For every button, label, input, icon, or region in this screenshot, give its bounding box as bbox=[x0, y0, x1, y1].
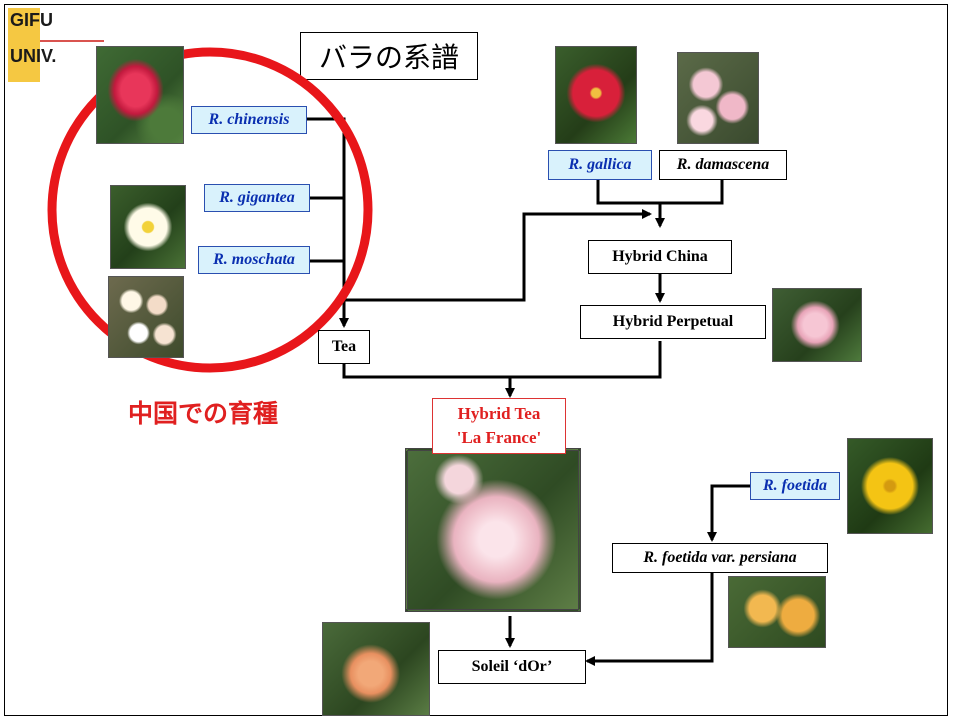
logo-underline bbox=[40, 40, 104, 42]
species-r-gallica: R. gallica bbox=[548, 150, 652, 180]
china-breeding-label: 中国での育種 bbox=[128, 399, 279, 428]
china-origin-circle bbox=[47, 47, 373, 373]
logo-line-2: UNIV. bbox=[10, 46, 57, 66]
node-soleil-dor: Soleil ‘dOr’ bbox=[438, 650, 586, 684]
diagram-title: バラの系譜 bbox=[300, 32, 478, 80]
photo-foetida bbox=[847, 438, 933, 534]
photo-la-france bbox=[405, 448, 581, 612]
hybrid-tea-line-2: 'La France' bbox=[456, 428, 542, 447]
photo-persiana bbox=[728, 576, 826, 648]
photo-gallica bbox=[555, 46, 637, 144]
slide-frame bbox=[4, 4, 948, 716]
node-hybrid-china: Hybrid China bbox=[588, 240, 732, 274]
logo-line-1: GIFU bbox=[10, 10, 53, 30]
photo-gigantea bbox=[110, 185, 186, 269]
photo-damascena bbox=[677, 52, 759, 144]
node-hybrid-perpetual: Hybrid Perpetual bbox=[580, 305, 766, 339]
species-r-damascena: R. damascena bbox=[659, 150, 787, 180]
species-r-gigantea: R. gigantea bbox=[204, 184, 310, 212]
species-r-foetida: R. foetida bbox=[750, 472, 840, 500]
node-persiana: R. foetida var. persiana bbox=[612, 543, 828, 573]
species-r-moschata: R. moschata bbox=[198, 246, 310, 274]
node-tea: Tea bbox=[318, 330, 370, 364]
node-hybrid-tea: Hybrid Tea 'La France' bbox=[432, 398, 566, 454]
hybrid-tea-line-1: Hybrid Tea bbox=[457, 404, 541, 423]
photo-hybrid-perpetual bbox=[772, 288, 862, 362]
photo-chinensis bbox=[96, 46, 184, 144]
photo-soleil bbox=[322, 622, 430, 716]
photo-moschata bbox=[108, 276, 184, 358]
logo-block bbox=[8, 8, 40, 82]
species-r-chinensis: R. chinensis bbox=[191, 106, 307, 134]
